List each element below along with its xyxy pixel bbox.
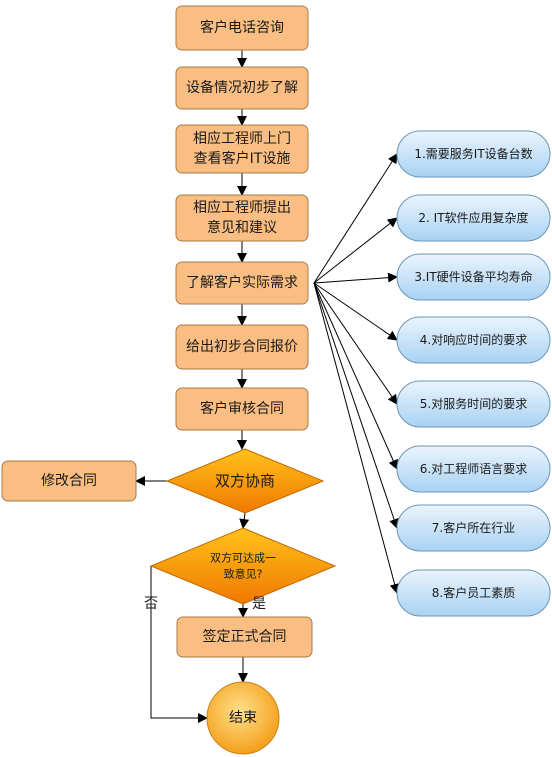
process-step-5-label-line-1: 了解客户实际需求 bbox=[186, 274, 298, 291]
process-step-4 bbox=[175, 194, 309, 242]
factor-box-2 bbox=[396, 194, 551, 242]
factor-label-3: 3.IT硬件设备平均寿命 bbox=[414, 269, 532, 284]
process-step-4-label-line-1: 相应工程师提出 bbox=[193, 199, 291, 216]
factor-box-1 bbox=[396, 130, 551, 178]
process-step-3-label-line-1: 相应工程师上门 bbox=[193, 130, 291, 147]
sign-contract-label: 签定正式合同 bbox=[203, 628, 287, 645]
factor-label-7: 7.客户所在行业 bbox=[432, 520, 515, 535]
decision-label-line-1: 双方可达成一 bbox=[210, 551, 276, 565]
process-step-7-label-line-1: 客户审核合同 bbox=[200, 400, 284, 417]
process-step-3-label-line-2: 查看客户IT设施 bbox=[194, 150, 291, 167]
process-step-4-label-line-2: 意见和建议 bbox=[207, 219, 277, 236]
arrow-negotiation-to-decision bbox=[239, 512, 250, 529]
nodes bbox=[1, 5, 551, 755]
arrow-requirements-to-factor-7 bbox=[313, 282, 399, 529]
factor-label-6: 6.对工程师语言要求 bbox=[420, 461, 527, 476]
arrow-decision-no-to-end bbox=[150, 566, 208, 723]
arrow-requirements-to-factor-4 bbox=[313, 282, 398, 341]
decision-label-line-2: 致意见? bbox=[224, 567, 263, 581]
modify-contract-box bbox=[1, 460, 137, 502]
process-step-6 bbox=[175, 324, 309, 370]
arrow-requirements-to-factor-2 bbox=[313, 217, 398, 284]
factor-label-5: 5.对服务时间的要求 bbox=[420, 396, 527, 411]
arrow-requirements-to-factor-1 bbox=[313, 153, 398, 284]
negotiation-label: 双方协商 bbox=[215, 472, 275, 490]
factor-box-6 bbox=[396, 445, 551, 493]
factor-label-4: 4.对响应时间的要求 bbox=[420, 332, 527, 347]
factor-box-8 bbox=[396, 569, 551, 617]
negotiation-diamond bbox=[165, 448, 325, 514]
no-label: 否 bbox=[144, 596, 158, 612]
decision-diamond bbox=[149, 527, 337, 605]
arrow-requirements-to-factor-5 bbox=[313, 282, 398, 405]
process-step-2 bbox=[175, 66, 309, 110]
process-step-5 bbox=[175, 261, 309, 305]
arrow-requirements-to-factor-6 bbox=[313, 282, 398, 470]
factor-label-2: 2. IT软件应用复杂度 bbox=[418, 210, 528, 225]
sign-contract-box bbox=[176, 616, 313, 658]
process-step-7 bbox=[175, 387, 309, 431]
process-step-1-label-line-1: 客户电话咨询 bbox=[200, 19, 284, 36]
factor-box-5 bbox=[396, 380, 551, 428]
connectors bbox=[135, 50, 400, 723]
arrow-requirements-to-factor-8 bbox=[313, 282, 400, 594]
factor-label-1: 1.需要服务IT设备台数 bbox=[414, 146, 532, 161]
end-label: 结束 bbox=[229, 710, 257, 726]
factor-box-7 bbox=[396, 504, 551, 552]
factor-box-4 bbox=[396, 316, 551, 364]
labels: 客户电话咨询设备情况初步了解相应工程师上门查看客户IT设施相应工程师提出意见和建… bbox=[41, 19, 533, 726]
arrow-requirements-to-factor-3 bbox=[313, 272, 398, 284]
process-step-6-label-line-1: 给出初步合同报价 bbox=[186, 338, 298, 355]
process-step-3 bbox=[175, 124, 309, 174]
process-step-1 bbox=[175, 5, 309, 51]
process-step-2-label-line-1: 设备情况初步了解 bbox=[186, 79, 298, 96]
modify-contract-label: 修改合同 bbox=[41, 473, 97, 489]
end-circle bbox=[206, 681, 280, 755]
yes-label: 是 bbox=[252, 596, 266, 612]
factor-label-8: 8.客户员工素质 bbox=[432, 585, 515, 600]
factor-box-3 bbox=[396, 253, 551, 301]
